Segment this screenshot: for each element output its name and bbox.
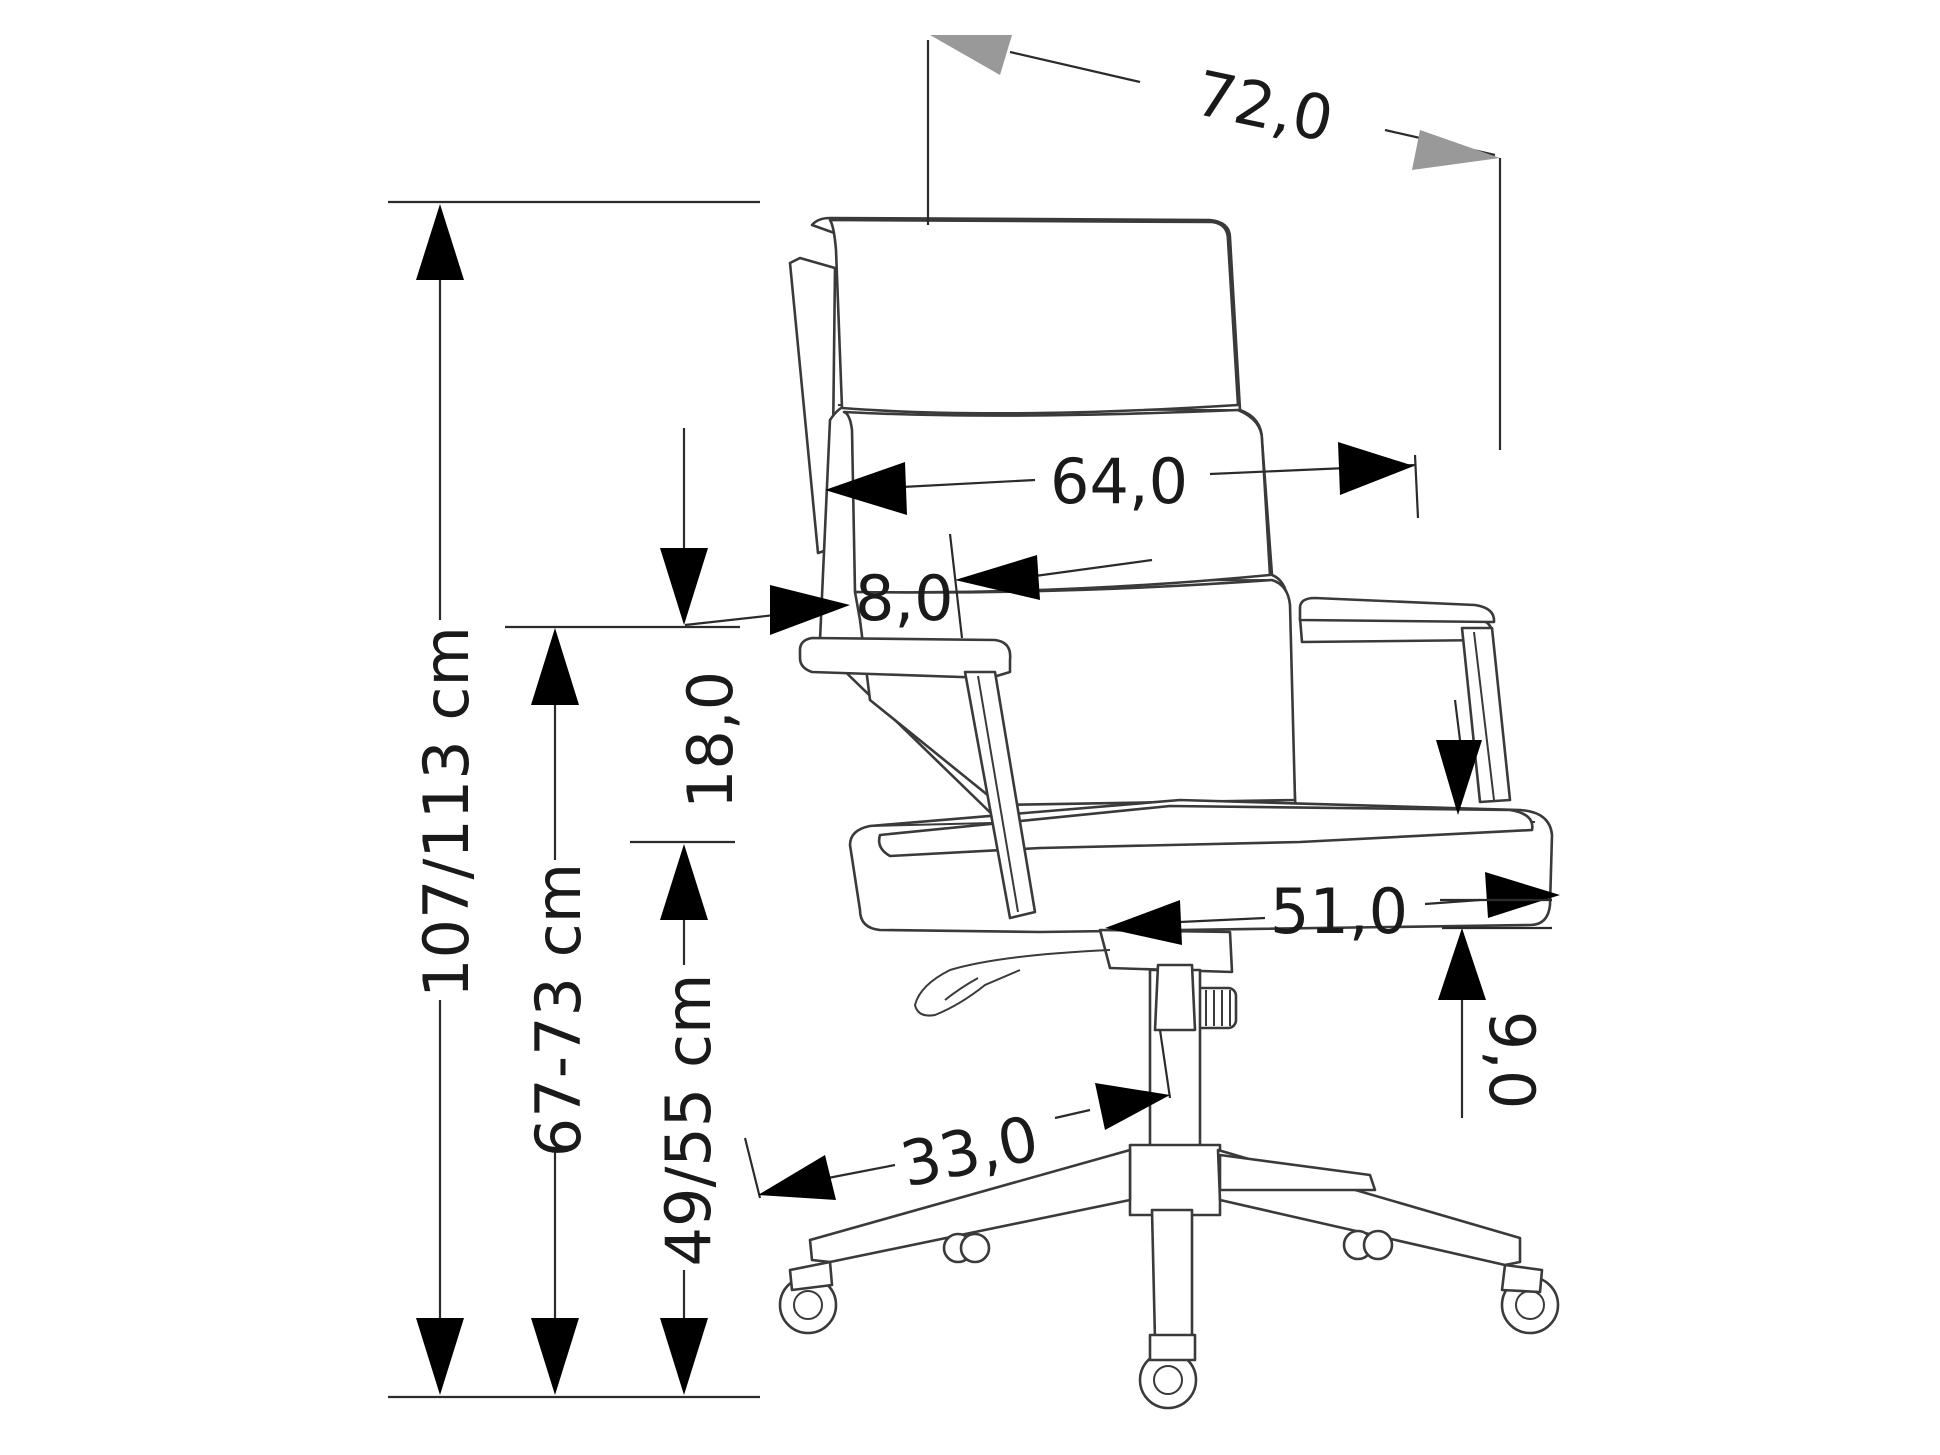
tilt-lever-handle: [944, 977, 979, 1001]
arrow-9-bottom: [1438, 928, 1486, 1000]
arrow-9-top: [1436, 740, 1482, 815]
label-seat-height: 49/55 cm: [652, 974, 725, 1267]
arrow-107-bottom: [416, 1318, 464, 1395]
base-leg-left: [808, 1148, 1132, 1264]
arrow-64-right: [1338, 442, 1414, 495]
arrow-33-right: [1095, 1083, 1170, 1130]
arrow-51-right: [1485, 872, 1560, 918]
right-armrest-pad-top: [1298, 596, 1496, 624]
chair-drawing: [778, 216, 1560, 1410]
arrow-18-top: [660, 548, 708, 625]
seat-cushion-front: [877, 804, 1534, 858]
arrow-107-top: [416, 204, 464, 280]
arrow-8-left: [770, 585, 850, 635]
right-armrest-post-inner: [1473, 631, 1495, 801]
base-hub: [1128, 1143, 1222, 1217]
arrow-grey-left: [930, 35, 1012, 75]
dimension-seat-height: 49/55 cm: [652, 844, 725, 1395]
caster-front: [1138, 1333, 1198, 1410]
arrow-33-left: [758, 1155, 836, 1200]
arrow-67-top: [531, 628, 579, 705]
dimension-backrest-width: 64,0: [825, 442, 1420, 519]
left-armrest-pad: [798, 636, 1012, 680]
label-total-height: 107/113 cm: [410, 626, 483, 998]
arrow-8-right: [955, 555, 1040, 600]
arrow-49-bottom: [660, 1318, 708, 1395]
dimension-armrest-thickness: 8,0: [684, 533, 1153, 639]
base-leg-front: [1150, 1208, 1194, 1348]
dimension-seat-thickness: 9,0: [1436, 699, 1552, 1118]
tilt-lever: [913, 949, 1111, 1017]
arrow-64-left: [825, 462, 907, 515]
dimension-total-height: 107/113 cm: [388, 200, 760, 1399]
arrow-49-top: [660, 844, 708, 920]
caster-back-right: [1342, 1229, 1394, 1261]
caster-back-left: [942, 1232, 991, 1264]
seat-mechanism: [1098, 928, 1234, 974]
arrow-grey-right: [1412, 130, 1500, 170]
label-backrest-width: 64,0: [1050, 445, 1188, 518]
backrest-low-cushion: [853, 578, 1297, 807]
label-armrest-thickness: 8,0: [855, 562, 954, 635]
label-seat-depth: 51,0: [1270, 875, 1408, 948]
dimension-seat-depth: 51,0: [1105, 872, 1560, 948]
label-arm-to-seat: 18,0: [674, 671, 747, 809]
label-armrest-floor: 67-73 cm: [522, 863, 595, 1157]
gas-cylinder-top: [1153, 963, 1197, 1032]
label-seat-thickness: 9,0: [1475, 1011, 1548, 1110]
caster-left: [778, 1260, 838, 1335]
label-overall-width: 72,0: [1189, 56, 1339, 156]
left-armrest-post-inner: [977, 675, 1019, 913]
caster-right: [1500, 1263, 1560, 1335]
arrow-51-left: [1105, 900, 1182, 945]
left-armrest-post: [963, 670, 1037, 920]
arrow-67-bottom: [531, 1318, 579, 1395]
backrest-top-cushion: [828, 218, 1240, 415]
dimension-armrest-floor: 67-73 cm: [522, 628, 595, 1395]
dimension-arm-to-seat: 18,0: [505, 428, 747, 844]
base-leg-back-right: [1218, 1153, 1377, 1192]
